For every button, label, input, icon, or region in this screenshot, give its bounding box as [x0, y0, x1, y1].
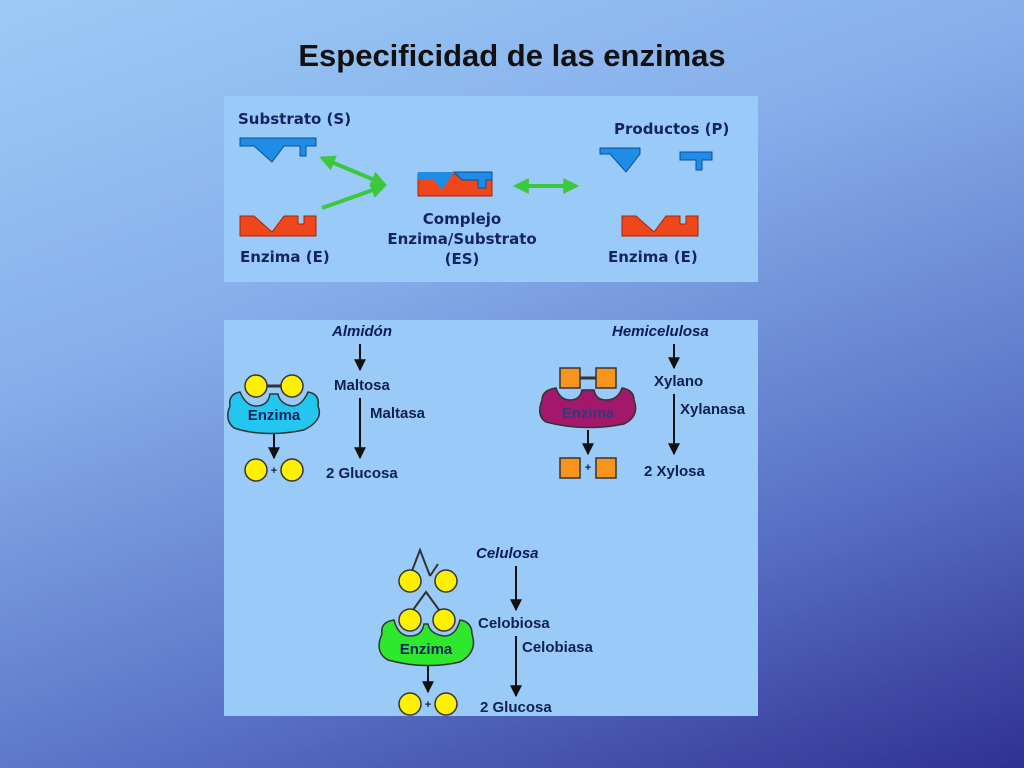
xylanasa-enzyme-shape [539, 387, 637, 429]
almidon-label: Almidón [331, 323, 392, 340]
enzyme-right-shape [621, 215, 699, 237]
celobiasa-label: Celobiasa [522, 639, 594, 656]
glucose-unit [398, 608, 422, 632]
celulosa-pathway: Celulosa Celobiosa Celobiasa 2 Glucosa E… [378, 545, 594, 716]
substrate-to-complex-arrow [319, 155, 387, 187]
xylanasa-label: Xylanasa [680, 401, 746, 418]
substrate-shape [239, 137, 317, 163]
products-label: Productos (P) [614, 120, 729, 138]
xylano-label: Xylano [654, 373, 703, 390]
glucose-unit [280, 374, 304, 398]
maltasa-label: Maltasa [370, 405, 426, 422]
plus-sign: + [425, 699, 431, 711]
glucose-unit [244, 374, 268, 398]
xylose-unit [595, 367, 617, 389]
almidon-pathway: Almidón Maltosa Maltasa 2 Glucosa Enzima… [227, 323, 426, 482]
maltasa-enzyme-label: Enzima [248, 407, 301, 424]
hydrolysis-diagram: Almidón Maltosa Maltasa 2 Glucosa Enzima… [227, 323, 746, 716]
xylanasa-enzyme-label: Enzima [562, 405, 615, 422]
celulosa-product-label: 2 Glucosa [480, 699, 552, 716]
lock-and-key-diagram: Substrato (S) Enzima (E) Complejo Enzima… [238, 110, 729, 268]
glucose-unit [398, 569, 422, 593]
enzyme-left-label: Enzima (E) [240, 248, 330, 266]
complex-label-1: Complejo [423, 210, 501, 228]
glucose-unit [280, 458, 304, 482]
xylose-unit [559, 367, 581, 389]
glucose-unit [434, 569, 458, 593]
maltosa-label: Maltosa [334, 377, 391, 394]
plus-sign: + [271, 465, 277, 477]
glucose-unit [398, 692, 422, 716]
substrate-label: Substrato (S) [238, 110, 351, 128]
complex-label-3: (ES) [445, 250, 480, 268]
enzyme-to-complex-arrow [321, 182, 388, 210]
almidon-product-label: 2 Glucosa [326, 465, 398, 482]
celobiasa-enzyme-label: Enzima [400, 641, 453, 658]
enzyme-left-shape [239, 215, 317, 237]
glucose-unit [434, 692, 458, 716]
hemicelulosa-label: Hemicelulosa [612, 323, 709, 340]
celobiosa-label: Celobiosa [478, 615, 550, 632]
product-shape-2 [679, 151, 713, 171]
celulosa-label: Celulosa [476, 545, 539, 562]
xylose-unit [595, 457, 617, 479]
enzyme-right-label: Enzima (E) [608, 248, 698, 266]
celobiasa-enzyme-shape [378, 619, 475, 667]
lock-and-key-panel: Substrato (S) Enzima (E) Complejo Enzima… [224, 96, 758, 282]
maltasa-enzyme-shape [227, 391, 321, 435]
glucose-unit [244, 458, 268, 482]
product-shape-1 [599, 147, 641, 173]
glucose-unit [432, 608, 456, 632]
plus-sign: + [585, 462, 591, 474]
hydrolysis-panel: Almidón Maltosa Maltasa 2 Glucosa Enzima… [224, 320, 758, 716]
xylose-unit [559, 457, 581, 479]
hemicelulosa-product-label: 2 Xylosa [644, 463, 706, 480]
complex-label-2: Enzima/Substrato [387, 230, 536, 248]
slide-title: Especificidad de las enzimas [298, 38, 726, 73]
enzyme-substrate-complex [417, 171, 493, 197]
hemicelulosa-pathway: Hemicelulosa Xylano Xylanasa 2 Xylosa En… [539, 323, 746, 480]
